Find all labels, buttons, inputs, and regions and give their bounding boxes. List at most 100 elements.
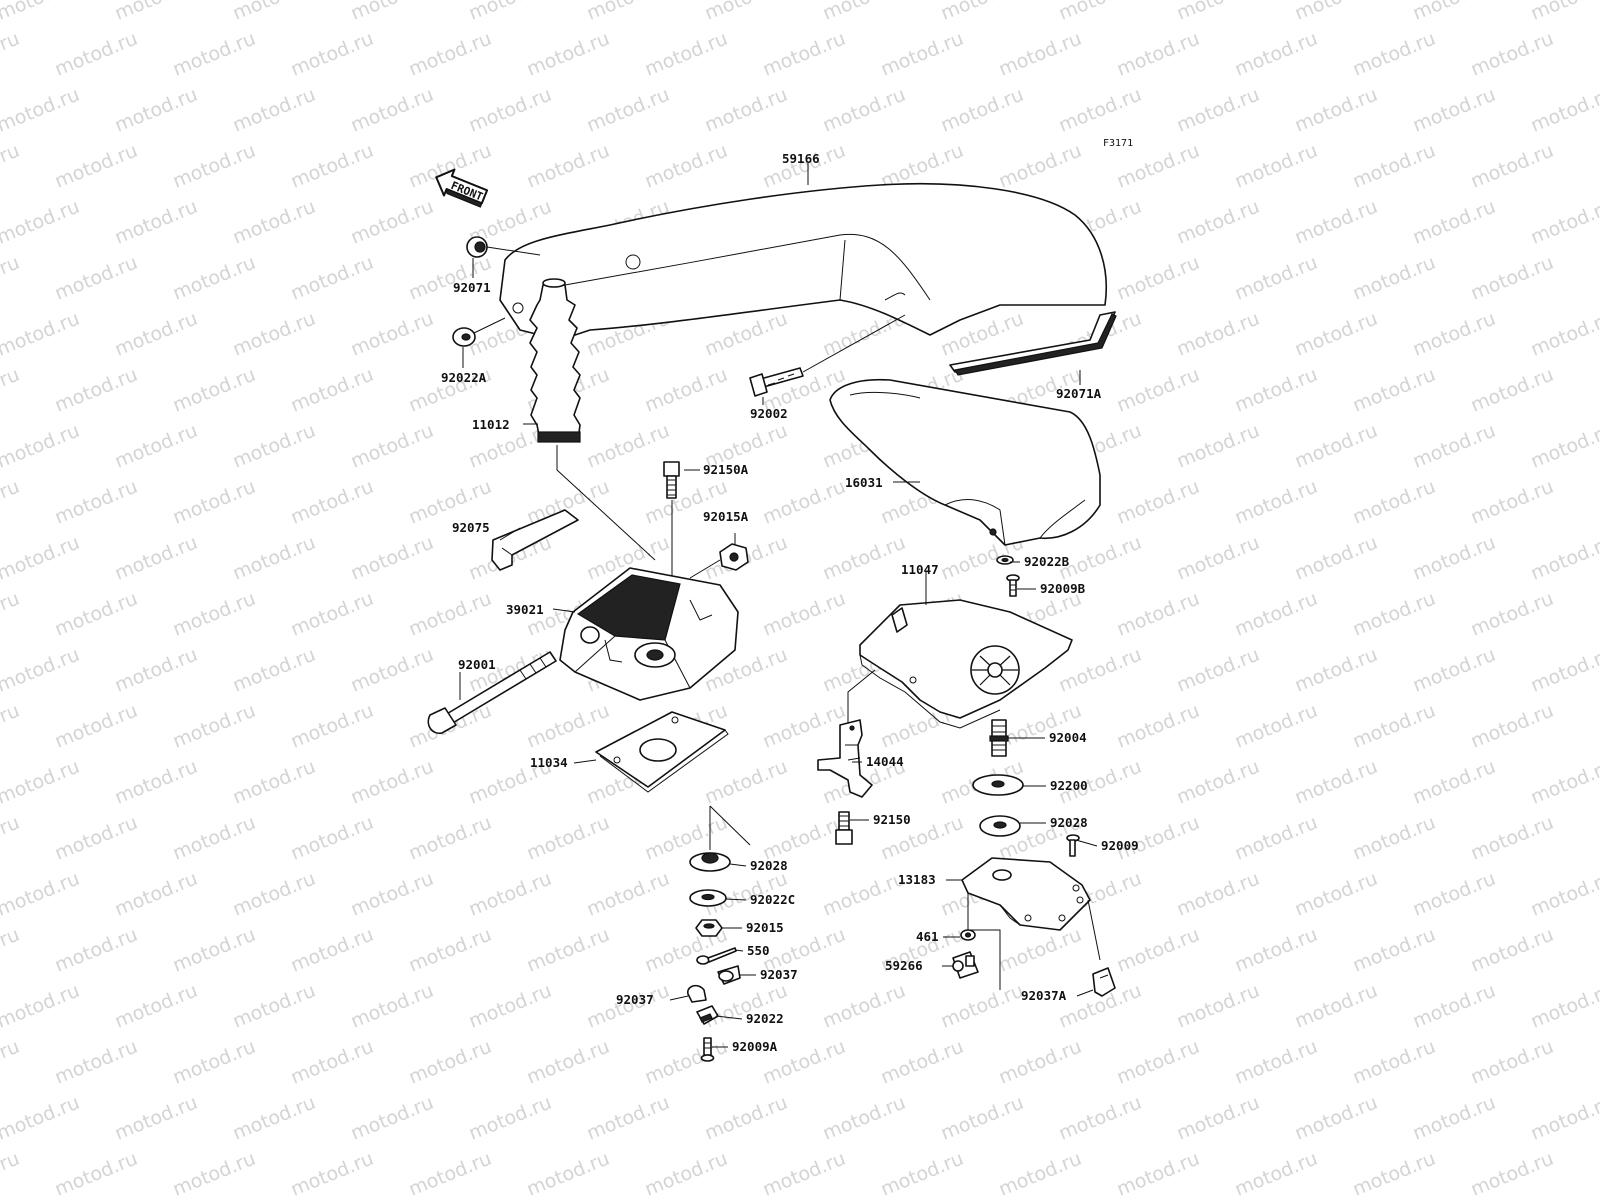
label-92150A: 92150A [703,462,749,477]
watermark-text: motod.ru [938,84,1027,137]
clamp-92037A [1092,967,1116,997]
watermark-text: motod.ru [996,1036,1085,1089]
watermark-text: motod.ru [1232,812,1321,865]
watermark-text: motod.ru [1174,868,1263,921]
watermark-text: motod.ru [1528,644,1600,697]
watermark-text: motod.ru [230,84,319,137]
label-11034: 11034 [530,755,568,770]
watermark-text: motod.ru [170,1148,259,1200]
watermark-text: motod.ru [702,1092,791,1145]
watermark-text: motod.ru [1232,140,1321,193]
label-92075: 92075 [452,520,490,535]
watermark-text: motod.ru [996,28,1085,81]
watermark-text: motod.ru [112,532,201,585]
watermark-text: motod.ru [1468,1036,1557,1089]
label-92037-right: 92037 [760,967,798,982]
watermark-text: motod.ru [0,28,23,81]
watermark-text: motod.ru [1410,420,1499,473]
watermark-text: motod.ru [170,476,259,529]
watermark-text: motod.ru [1056,0,1145,25]
watermark-text: motod.ru [1350,140,1439,193]
watermark-text: motod.ru [1528,532,1600,585]
watermark-text: motod.ru [170,252,259,305]
watermark-text: motod.ru [406,812,495,865]
watermark-text: motod.ru [1350,588,1439,641]
label-461: 461 [916,929,939,944]
label-92071: 92071 [453,280,491,295]
watermark-text: motod.ru [52,588,141,641]
cover-16031 [829,378,1101,546]
screw-92009B [1006,574,1020,597]
label-92022: 92022 [746,1011,784,1026]
label-11047: 11047 [901,562,939,577]
watermark-text: motod.ru [0,812,23,865]
part-labels: 59166 92071 92022A 11012 92002 92071A 16… [441,151,1139,1054]
figure-code: F3171 [1103,138,1133,149]
watermark-text: motod.ru [288,28,377,81]
watermark-text: motod.ru [466,0,555,25]
label-59266: 59266 [885,958,923,973]
watermark-text: motod.ru [1292,1092,1381,1145]
washer-92022C [689,889,727,907]
washer-92028-right [979,815,1021,837]
watermark-text: motod.ru [1114,28,1203,81]
label-92002: 92002 [750,406,788,421]
watermark-text: motod.ru [1292,196,1381,249]
watermark-text: motod.ru [1350,812,1439,865]
label-59166: 59166 [782,151,820,166]
watermark-text: motod.ru [1410,0,1499,25]
label-92009B: 92009B [1040,581,1086,596]
watermark-text: motod.ru [52,1148,141,1200]
watermark-text: motod.ru [1174,980,1263,1033]
watermark-text: motod.ru [288,700,377,753]
watermark-text: motod.ru [170,364,259,417]
watermark-text: motod.ru [1174,308,1263,361]
watermark-text: motod.ru [1114,364,1203,417]
washer-92022A [452,317,506,347]
label-92037-left: 92037 [616,992,654,1007]
label-92028-right: 92028 [1050,815,1088,830]
watermark-text: motod.ru [52,476,141,529]
watermark-text: motod.ru [820,0,909,25]
watermark-text: motod.ru [1528,196,1600,249]
watermark-text: motod.ru [0,196,83,249]
watermark-text: motod.ru [170,28,259,81]
watermark-text: motod.ru [406,28,495,81]
watermark-text: motod.ru [0,476,23,529]
bracket-14044 [817,719,873,798]
watermark-text: motod.ru [1350,252,1439,305]
watermark-text: motod.ru [584,0,673,25]
watermark-text: motod.ru [230,756,319,809]
long-bolt-92001 [427,651,557,735]
label-92037A: 92037A [1021,988,1067,1003]
watermark-text: motod.ru [760,700,849,753]
watermark-text: motod.ru [1174,196,1263,249]
label-550: 550 [747,943,770,958]
watermark-text: motod.ru [112,308,201,361]
watermark-text: motod.ru [0,756,83,809]
watermark-text: motod.ru [820,532,909,585]
watermark-text: motod.ru [938,1092,1027,1145]
watermark-text: motod.ru [1232,364,1321,417]
label-92009: 92009 [1101,838,1139,853]
stud-92004 [989,719,1009,757]
nut-92015A [689,543,749,579]
watermark-text: motod.ru [1292,84,1381,137]
mount-bracket-39021 [559,567,739,701]
watermark-text: motod.ru [1528,980,1600,1033]
screw-92009A [700,1037,715,1062]
watermark-text: motod.ru [112,196,201,249]
watermark-text: motod.ru [52,700,141,753]
label-92022C: 92022C [750,892,795,907]
watermark-text: motod.ru [1232,28,1321,81]
watermark-text: motod.ru [1232,700,1321,753]
watermark-text: motod.ru [1292,868,1381,921]
air-duct-cover [499,183,1108,341]
watermark-text: motod.ru [524,1148,613,1200]
watermark-text: motod.ru [642,1036,731,1089]
watermark-text: motod.ru [760,1148,849,1200]
watermark-text: motod.ru [0,924,23,977]
watermark-text: motod.ru [524,28,613,81]
watermark-text: motod.ru [112,644,201,697]
watermark-text: motod.ru [1174,532,1263,585]
